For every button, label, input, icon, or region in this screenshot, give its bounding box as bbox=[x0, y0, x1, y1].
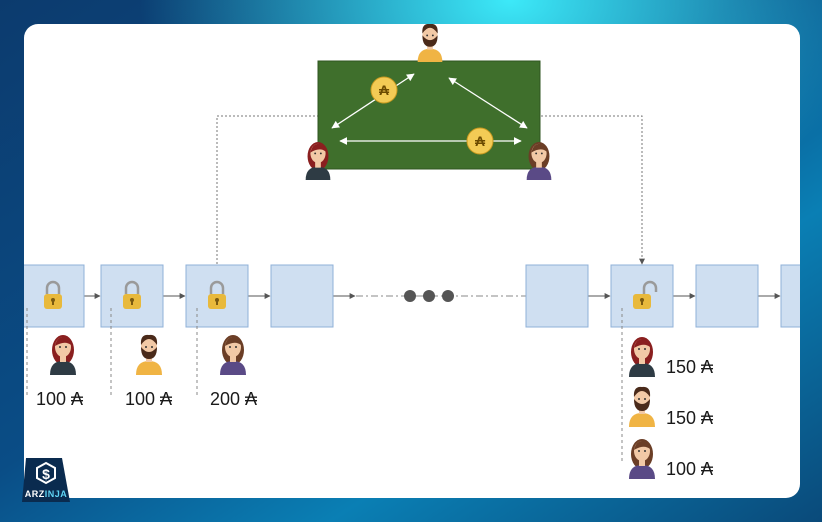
ellipsis-dot bbox=[442, 290, 454, 302]
lock-icon bbox=[208, 280, 226, 309]
channel-participants bbox=[305, 24, 552, 180]
svg-text:₳: ₳ bbox=[379, 82, 390, 98]
transfer-arrow-right bbox=[448, 77, 528, 129]
man-avatar-icon bbox=[136, 334, 162, 375]
lock-icon bbox=[44, 280, 62, 309]
amount-label: 150 ₳ bbox=[666, 357, 714, 377]
block bbox=[100, 264, 164, 328]
close-connector bbox=[541, 115, 645, 265]
block bbox=[270, 264, 334, 328]
woman-avatar-icon bbox=[629, 337, 655, 377]
payment-channel-diagram: ₳ ₳ 100 ₳ bbox=[24, 24, 800, 479]
woman-avatar-icon bbox=[526, 142, 552, 180]
channel-connectors bbox=[216, 115, 645, 265]
ellipsis-dot bbox=[404, 290, 416, 302]
amount-label: 100 ₳ bbox=[36, 389, 84, 409]
lock-icon bbox=[123, 280, 141, 309]
blockchain bbox=[24, 264, 800, 328]
settlement-owners bbox=[629, 337, 655, 479]
coin-icon: ₳ bbox=[466, 127, 494, 155]
brand-logo: $ bbox=[22, 458, 70, 502]
amount-label: 100 ₳ bbox=[666, 459, 714, 479]
svg-text:$: $ bbox=[42, 466, 50, 482]
woman-avatar-icon bbox=[305, 142, 331, 180]
logo-hexagon-icon bbox=[36, 461, 56, 485]
chain-owners bbox=[50, 334, 246, 375]
off-chain-channel: ₳ ₳ bbox=[317, 60, 541, 170]
woman-avatar-icon bbox=[50, 335, 76, 375]
woman-avatar-icon bbox=[220, 335, 246, 375]
transfer-arrow-left bbox=[331, 73, 415, 129]
amount-label: 100 ₳ bbox=[125, 389, 173, 409]
amount-label: 150 ₳ bbox=[666, 408, 714, 428]
block bbox=[525, 264, 589, 328]
unlock-icon bbox=[633, 280, 658, 309]
block bbox=[185, 264, 249, 328]
block bbox=[695, 264, 759, 328]
block bbox=[24, 264, 85, 328]
chain-amounts: 100 ₳ 100 ₳ 200 ₳ bbox=[36, 389, 258, 409]
woman-avatar-icon bbox=[629, 439, 655, 479]
open-connector bbox=[216, 115, 318, 264]
coin-icon: ₳ bbox=[370, 76, 398, 104]
block bbox=[610, 264, 674, 328]
ellipsis-dot bbox=[423, 290, 435, 302]
ownership-lines bbox=[26, 308, 623, 464]
man-avatar-icon bbox=[629, 386, 655, 427]
man-avatar-icon bbox=[417, 24, 443, 62]
settlement-amounts: 150 ₳ 150 ₳ 100 ₳ bbox=[666, 357, 714, 479]
amount-label: 200 ₳ bbox=[210, 389, 258, 409]
brand-wordmark: ARZINJA bbox=[24, 489, 68, 499]
block bbox=[780, 264, 800, 328]
diagram-card: ₳ ₳ 100 ₳ bbox=[24, 24, 800, 498]
svg-text:₳: ₳ bbox=[475, 133, 486, 149]
